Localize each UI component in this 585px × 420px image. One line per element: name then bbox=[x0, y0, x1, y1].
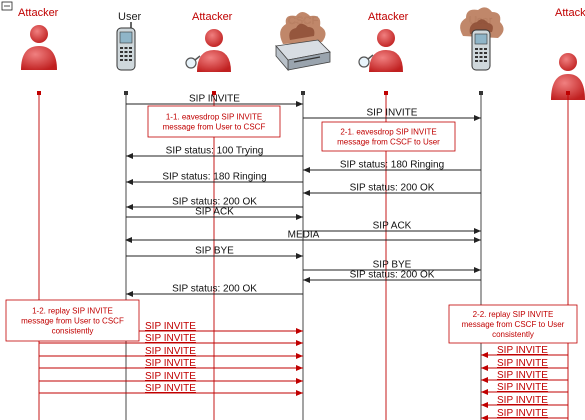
replay-label-left-5: SIP INVITE bbox=[145, 371, 196, 382]
message-label-1: SIP INVITE bbox=[189, 94, 240, 105]
attack-note-box bbox=[148, 106, 280, 137]
attack-note-line: consistently bbox=[52, 327, 94, 336]
corner-glyph-icon bbox=[2, 2, 12, 10]
actor-icon-attacker-1 bbox=[21, 25, 57, 70]
actor-icon-attacker-2 bbox=[186, 29, 231, 72]
attack-note-box bbox=[322, 122, 455, 151]
message-label-3: SIP status: 100 Trying bbox=[166, 146, 264, 157]
server-icon-exploding bbox=[276, 12, 330, 70]
mobile-phone-icon bbox=[117, 22, 135, 70]
replay-label-right-3: SIP INVITE bbox=[497, 370, 548, 381]
actor-label-2: User bbox=[118, 11, 142, 23]
actor-label-1: Attacker bbox=[18, 7, 59, 19]
actor-label-7: Attacker bbox=[555, 7, 585, 19]
message-label-13: SIP status: 200 OK bbox=[350, 270, 435, 281]
message-label-4: SIP status: 180 Ringing bbox=[340, 160, 444, 171]
replay-label-left-3: SIP INVITE bbox=[145, 346, 196, 357]
replay-label-left-2: SIP INVITE bbox=[145, 333, 196, 344]
lifeline-head-2 bbox=[124, 91, 128, 95]
actor-label-5: Attacker bbox=[368, 11, 409, 23]
attack-note-line: 2-2. replay SIP INVITE bbox=[473, 310, 554, 319]
lifeline-head-4 bbox=[301, 91, 305, 95]
message-label-6: SIP status: 200 OK bbox=[350, 183, 435, 194]
message-label-5: SIP status: 180 Ringing bbox=[162, 172, 266, 183]
lifeline-head-6 bbox=[479, 91, 483, 95]
attack-note-line: message from User to CSCF bbox=[163, 123, 266, 132]
attack-note-line: 1-2. replay SIP INVITE bbox=[32, 307, 113, 316]
replay-label-left-4: SIP INVITE bbox=[145, 358, 196, 369]
lifeline-head-7 bbox=[566, 91, 570, 95]
attack-note-line: 2-1. eavesdrop SIP INVITE bbox=[340, 128, 436, 137]
replay-label-left-6: SIP INVITE bbox=[145, 383, 196, 394]
replay-label-right-6: SIP INVITE bbox=[497, 408, 548, 419]
message-label-2: SIP INVITE bbox=[367, 108, 418, 119]
lifeline-head-5 bbox=[384, 91, 388, 95]
attack-note-line: consistently bbox=[492, 330, 534, 339]
mobile-phone-icon-exploding bbox=[460, 7, 503, 70]
replay-label-right-4: SIP INVITE bbox=[497, 382, 548, 393]
replay-label-right-2: SIP INVITE bbox=[497, 358, 548, 369]
message-label-10: MEDIA bbox=[288, 230, 320, 241]
lifeline-head-1 bbox=[37, 91, 41, 95]
message-label-14: SIP status: 200 OK bbox=[172, 284, 257, 295]
message-label-9: SIP ACK bbox=[373, 221, 412, 232]
attack-note-line: message from CSCF to User bbox=[462, 320, 565, 329]
message-label-8: SIP ACK bbox=[195, 207, 234, 218]
attack-note-line: message from CSCF to User bbox=[337, 138, 440, 147]
replay-label-right-1: SIP INVITE bbox=[497, 345, 548, 356]
actor-label-3: Attacker bbox=[192, 11, 233, 23]
attack-note-line: 1-1. eavesdrop SIP INVITE bbox=[166, 113, 262, 122]
message-label-11: SIP BYE bbox=[195, 246, 234, 257]
replay-label-right-5: SIP INVITE bbox=[497, 395, 548, 406]
replay-label-left-1: SIP INVITE bbox=[145, 321, 196, 332]
attack-note-line: message from User to CSCF bbox=[21, 317, 124, 326]
actor-icon-attacker-3 bbox=[359, 29, 403, 72]
